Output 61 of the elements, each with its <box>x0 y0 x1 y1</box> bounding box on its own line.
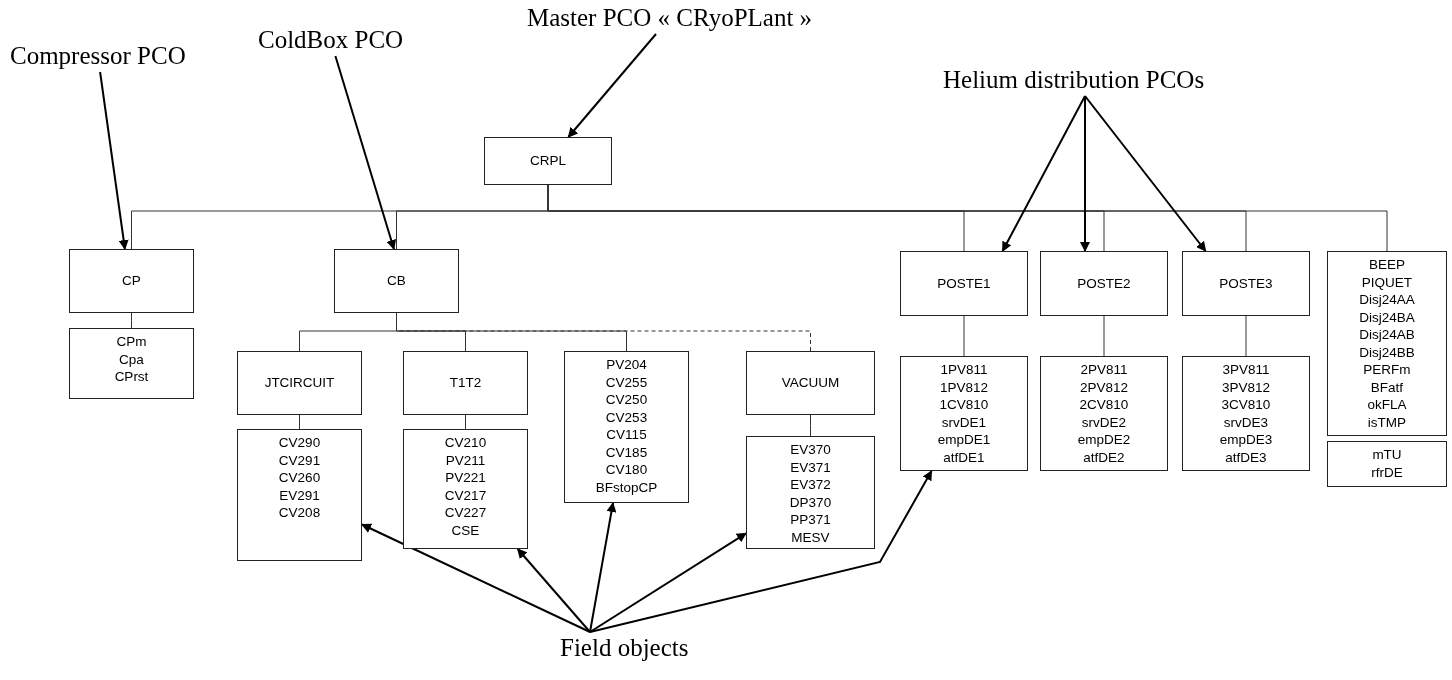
controller-name: T1T2 <box>449 374 482 392</box>
controller-box <box>237 351 362 415</box>
callout-text: Field objects <box>560 632 689 664</box>
connector-line <box>810 414 811 437</box>
signal-list-box <box>1182 356 1310 471</box>
signal-list-box <box>746 436 875 549</box>
pointer-arrow <box>516 548 591 633</box>
signal-list-box <box>1327 251 1447 436</box>
pointer-arrow <box>589 532 747 633</box>
signal-list: BEEP PIQUET Disj24AA Disj24BA Disj24AB Disj24BB PERFm BFatf okFLA isTMP <box>1359 256 1415 431</box>
signal-list: CV290 CV291 CV260 EV291 CV208 <box>278 434 321 522</box>
signal-list: EV370 EV371 EV372 DP370 PP371 MESV <box>789 441 832 546</box>
signal-list-box <box>1040 356 1168 471</box>
signal-list-box <box>564 351 689 503</box>
signal-list-box <box>69 328 194 399</box>
signal-list: 2PV811 2PV812 2CV810 srvDE2 empDE2 atfDE2 <box>1077 361 1131 466</box>
connector-line <box>465 414 466 430</box>
controller-name: POSTE2 <box>1077 274 1131 293</box>
pointer-arrow <box>1001 95 1086 252</box>
controller-box <box>1040 251 1168 316</box>
signal-list: 3PV811 3PV812 3CV810 srvDE3 empDE3 atfDE3 <box>1219 361 1273 466</box>
pointer-arrow <box>1084 95 1207 252</box>
connector-line <box>963 315 965 357</box>
controller-name: CRPL <box>530 152 566 170</box>
signal-list: 1PV811 1PV812 1CV810 srvDE1 empDE1 atfDE1 <box>937 361 991 466</box>
callout-text: ColdBox PCO <box>258 24 404 56</box>
pointer-arrow <box>361 523 591 633</box>
pointer-arrow <box>1080 95 1090 252</box>
controller-box <box>403 351 528 415</box>
signal-list-box <box>1327 441 1447 487</box>
controller-name: JTCIRCUIT <box>264 374 335 392</box>
controller-box <box>334 249 459 313</box>
controller-box <box>746 351 875 415</box>
callout-text: Helium distribution PCOs <box>943 64 1205 96</box>
pointer-arrow <box>334 55 397 250</box>
signal-list-box <box>237 429 362 561</box>
controller-box <box>900 251 1028 316</box>
connector-line <box>131 312 132 329</box>
pointer-arrow <box>99 71 129 250</box>
pointer-arrow <box>589 502 617 633</box>
pointer-arrow <box>589 470 933 633</box>
callout-text: Master PCO « CRyoPLant » <box>527 2 813 34</box>
connector-line <box>299 414 300 430</box>
signal-list: mTU rfrDE <box>1371 446 1403 481</box>
callout-text: Compressor PCO <box>10 40 186 72</box>
controller-name: VACUUM <box>781 374 840 392</box>
controller-box <box>1182 251 1310 316</box>
signal-list: CPm Cpa CPrst <box>114 333 149 386</box>
signal-list-box <box>900 356 1028 471</box>
signal-list: PV204 CV255 CV250 CV253 CV115 CV185 CV180 BFstopCP <box>595 356 658 496</box>
signal-list: CV210 PV211 PV221 CV217 CV227 CSE <box>444 434 487 539</box>
pointer-arrow <box>567 33 657 138</box>
connector-line <box>1103 315 1105 357</box>
signal-list-box <box>403 429 528 549</box>
connector-line <box>1245 315 1247 357</box>
controller-name: CP <box>122 272 141 290</box>
controller-name: POSTE3 <box>1219 274 1273 293</box>
controller-name: CB <box>387 272 406 290</box>
controller-name: POSTE1 <box>937 274 991 293</box>
controller-box <box>484 137 612 185</box>
controller-box <box>69 249 194 313</box>
